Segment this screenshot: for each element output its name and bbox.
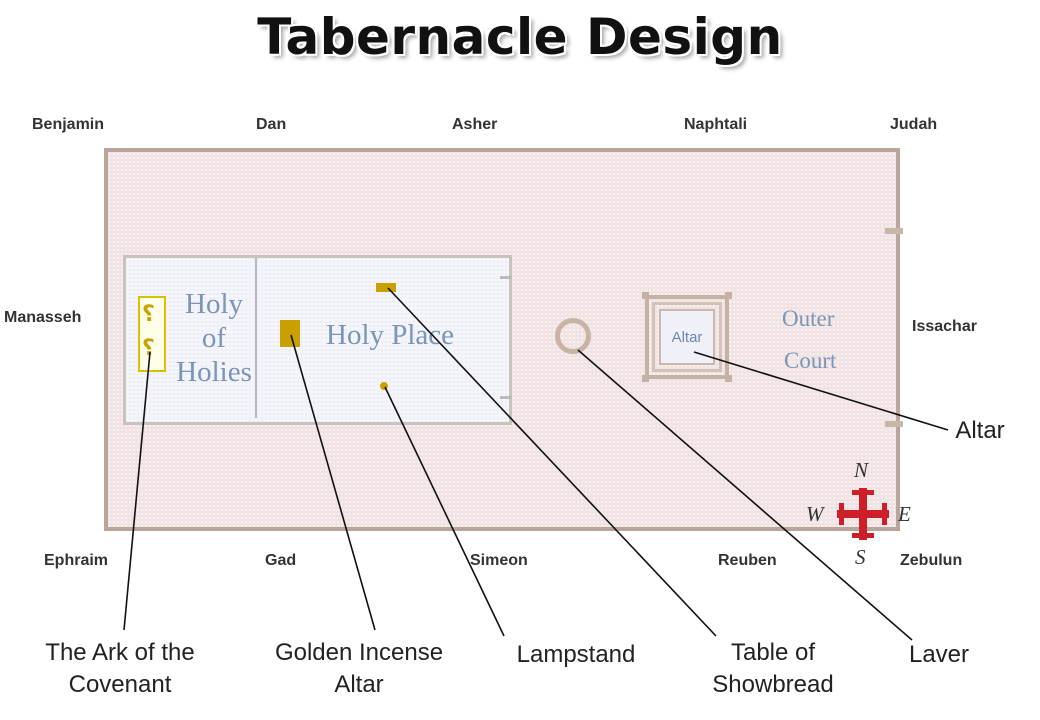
compass-east-label: E [898, 502, 911, 526]
altar-horn [642, 375, 649, 382]
callout-table: Table of Showbread [700, 637, 846, 701]
compass-rose-icon [837, 488, 889, 540]
callout-incense-line2: Altar [334, 671, 384, 698]
tribe-zebulun: Zebulun [900, 552, 963, 569]
incense-leader-line [290, 334, 376, 631]
ark-leader-line [123, 351, 151, 631]
outer-court-label-line2: Court [784, 348, 837, 373]
tribe-issachar: Issachar [912, 318, 977, 335]
cherub-icon: ⸮ [142, 302, 155, 327]
holy-of-holies-label-line1: Holy [185, 288, 243, 320]
table-leader-line [387, 287, 717, 637]
callout-table-line1: Table of [730, 639, 816, 666]
altar-horn [642, 292, 649, 299]
tribe-benjamin: Benjamin [32, 116, 105, 133]
cherub-icon: ⸮ [142, 336, 155, 361]
callout-incense-line1: Golden Incense [274, 639, 444, 666]
callout-altar: Altar [948, 415, 1012, 447]
callout-laver-text: Laver [908, 641, 970, 668]
bronze-altar [645, 295, 729, 379]
callout-laver: Laver [898, 639, 980, 671]
tribe-judah: Judah [890, 116, 938, 133]
tribe-manasseh: Manasseh [4, 309, 82, 326]
lampstand-leader-line [384, 386, 505, 637]
callout-incense: Golden Incense Altar [262, 637, 456, 701]
callout-altar-text: Altar [955, 417, 1005, 444]
tribe-reuben: Reuben [718, 552, 777, 569]
tribe-gad: Gad [265, 552, 297, 569]
holy-of-holies-label-line2: of [201, 322, 227, 354]
laver-leader-line [577, 349, 913, 641]
tabernacle-tent [123, 255, 512, 425]
laver [555, 318, 591, 354]
outer-court-label-line1: Outer [782, 306, 835, 331]
table-of-showbread [376, 283, 396, 292]
compass-north-label: N [854, 458, 869, 482]
holy-of-holies-label-line3: Holies [176, 356, 252, 388]
altar-inner-label: Altar [671, 329, 703, 346]
callout-lampstand-text: Lampstand [516, 641, 636, 668]
altar-horn [725, 375, 732, 382]
tribe-dan: Dan [256, 116, 287, 133]
ark-of-covenant [138, 296, 166, 372]
golden-incense-altar [280, 320, 300, 347]
compass-south-label: S [855, 545, 866, 569]
diagram-title: Tabernacle Design [257, 8, 783, 66]
tent-peg [500, 396, 512, 399]
tribe-asher: Asher [452, 116, 498, 133]
altar-leader-line [693, 351, 949, 431]
tent-peg [500, 276, 512, 279]
court-gate-marker [885, 421, 903, 427]
tribe-naphtali: Naphtali [684, 116, 748, 133]
callout-ark: The Ark of the Covenant [30, 637, 210, 701]
callout-table-line2: Showbread [712, 671, 834, 698]
court-gate-marker [885, 228, 903, 234]
callout-ark-line2: Covenant [68, 671, 172, 698]
callout-ark-line1: The Ark of the [45, 639, 195, 666]
lampstand [380, 382, 388, 390]
altar-horn [725, 292, 732, 299]
tribe-simeon: Simeon [470, 552, 528, 569]
callout-lampstand: Lampstand [505, 639, 647, 671]
veil-divider [255, 258, 257, 418]
compass-west-label: W [806, 502, 824, 526]
tribe-ephraim: Ephraim [44, 552, 109, 569]
bronze-altar-frame [652, 302, 722, 372]
